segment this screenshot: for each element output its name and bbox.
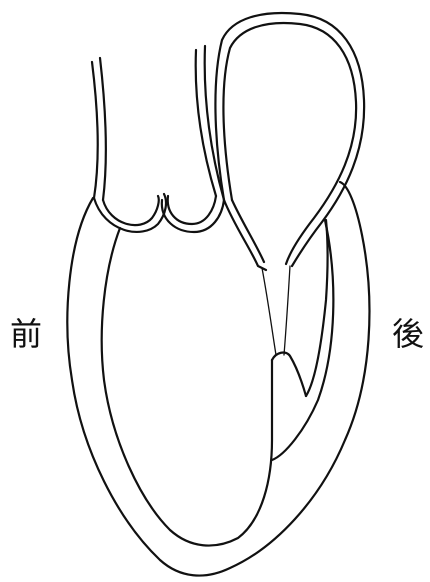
aortic-cusp-right [168, 196, 216, 224]
left-atrium-inner [223, 23, 356, 264]
mitral-anterior-base [224, 200, 266, 270]
inner-wall-left [102, 228, 272, 546]
anterior-label: 前 [10, 318, 42, 350]
mitral-anterior-base-inner [232, 200, 264, 262]
mitral-anterior-leaflet [262, 268, 276, 355]
posterior-bulge [306, 220, 328, 396]
posterior-label: 後 [392, 318, 424, 350]
aortic-cusp-left [103, 196, 159, 225]
aorta-left-wall [92, 62, 98, 198]
mitral-posterior-leaflet [284, 266, 290, 355]
papillary-muscle [272, 353, 306, 396]
aorta-left-wall-inner [100, 58, 106, 200]
inner-wall-right [272, 220, 333, 460]
